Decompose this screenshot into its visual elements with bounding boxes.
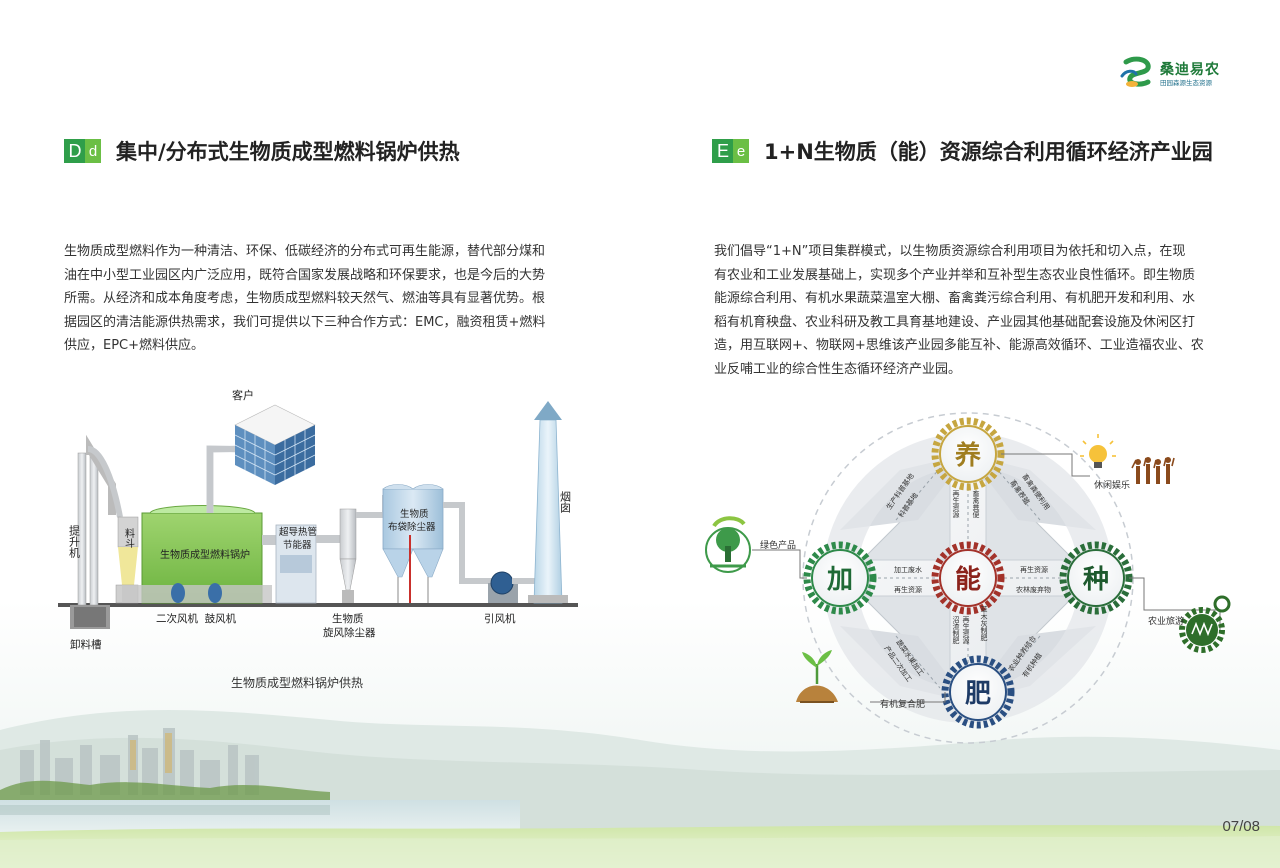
label-chimney: 烟囱 [559, 490, 572, 513]
page-number: 07/08 [1222, 818, 1260, 835]
svg-text:加: 加 [827, 565, 853, 595]
lbl-c-left2: 再生资源 [894, 585, 922, 594]
cycle-economy-diagram: 养 加 能 种 肥 再生资源 畜禽粪便 加工废水 再生资源 再生资源 农林废弃物… [705, 412, 1231, 744]
lbl-c-bottom2: 再生资源 [962, 616, 970, 645]
boiler-heating-diagram: 客户 烟囱 提升机 料斗 生物质成型燃料锅炉 超导热管 节能器 生物质 布袋除尘… [58, 388, 578, 651]
ground-line [58, 603, 578, 607]
economizer [262, 524, 317, 604]
gear-node-yang: 养 [931, 417, 1005, 491]
cyclone [316, 508, 357, 603]
lbl-c-top2: 畜禽粪便 [972, 489, 980, 519]
bag-filter [356, 484, 444, 603]
left-section-title: 集中/分布式生物质成型燃料锅炉供热 [116, 140, 460, 164]
label-boiler: 生物质成型燃料锅炉 [160, 548, 250, 561]
left-paragraph: 生物质成型燃料作为一种清洁、环保、低碳经济的分布式可再生能源，替代部分煤和 油在… [64, 244, 546, 354]
people-cheering-icon [1131, 457, 1175, 484]
label-cyclone-2: 旋风除尘器 [323, 626, 376, 639]
logo-name: 桑迪易农 [1160, 62, 1220, 78]
customer-building-icon [234, 404, 316, 485]
label-fertilizer: 有机复合肥 [880, 698, 925, 710]
right-section-heading: E e 1+N生物质（能）资源综合利用循环经济产业园 [712, 136, 1213, 166]
svg-text:能: 能 [955, 564, 981, 595]
label-customer: 客户 [232, 388, 254, 402]
section-badge-e: E e [712, 139, 750, 163]
svg-text:烟囱: 烟囱 [559, 490, 572, 513]
boiler [122, 505, 272, 604]
fertilizer-sprout-icon [796, 650, 838, 703]
right-section-title: 1+N生物质（能）资源综合利用循环经济产业园 [764, 140, 1213, 164]
gear-node-neng: 能 [931, 541, 1005, 615]
label-green-product: 绿色产品 [760, 539, 796, 551]
chimney [528, 401, 568, 604]
svg-text:种: 种 [1083, 565, 1109, 595]
lbl-c-bottom1: 沼渣制肥 [952, 615, 960, 645]
label-cyclone-1: 生物质 [332, 612, 364, 625]
lbl-c-top1: 再生资源 [952, 490, 960, 519]
label-fans: 二次风机 鼓风机 [156, 612, 237, 625]
lbl-c-bottom3: 草木灰制肥 [980, 605, 988, 642]
label-economizer-1: 超导热管 [279, 526, 317, 538]
lbl-c-right1: 再生资源 [1020, 565, 1048, 574]
label-bagfilter-2: 布袋除尘器 [388, 521, 436, 533]
gear-node-fei: 肥 [941, 655, 1015, 729]
svg-text:肥: 肥 [965, 679, 991, 709]
logo-mark-icon [1120, 56, 1151, 87]
flow-lines [872, 467, 1064, 689]
label-lift: 提升机 [68, 525, 81, 558]
label-leisure: 休闲娱乐 [1094, 479, 1130, 491]
section-badge-d: D d [64, 139, 102, 163]
label-hopper: 料斗 [123, 527, 135, 548]
gear-node-zhong: 种 [1059, 541, 1133, 615]
lbl-c-left1: 加工废水 [894, 565, 922, 574]
label-economizer-2: 节能器 [283, 539, 312, 551]
logo-subtitle: 田园森源生态资源 [1160, 79, 1212, 87]
left-section-heading: D d 集中/分布式生物质成型燃料锅炉供热 [64, 136, 460, 166]
right-paragraph: 我们倡导“1+N”项目集群模式，以生物质资源综合利用项目为依托和切入点，在现 有… [714, 244, 1204, 377]
lift-machine [70, 434, 123, 629]
lbl-c-right2: 农林废弃物 [1016, 585, 1051, 594]
svg-text:养: 养 [954, 440, 981, 471]
green-product-icon [705, 516, 751, 573]
label-id-fan: 引风机 [484, 612, 516, 625]
diagram-caption: 生物质成型燃料锅炉供热 [231, 676, 364, 690]
gear-node-jia: 加 [803, 541, 877, 615]
label-trough: 卸料槽 [70, 638, 102, 651]
label-bagfilter-1: 生物质 [400, 508, 429, 520]
company-logo: 桑迪易农 田园森源生态资源 [1118, 56, 1238, 90]
lightbulb-icon [1080, 434, 1116, 468]
agri-tourism-gear-icon [1179, 595, 1231, 653]
label-agri-tourism: 农业旅游 [1148, 615, 1184, 627]
